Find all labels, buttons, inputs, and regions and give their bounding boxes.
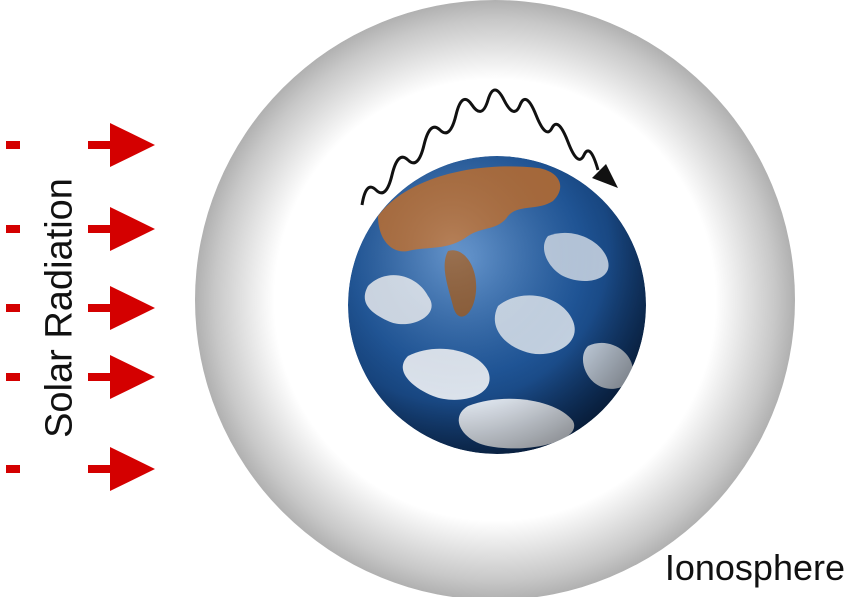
solar-radiation-label: Solar Radiation (39, 178, 82, 438)
right-arrow-icon (6, 447, 155, 491)
right-arrow-icon (6, 123, 155, 167)
ionosphere-label: Ionosphere (665, 547, 845, 589)
